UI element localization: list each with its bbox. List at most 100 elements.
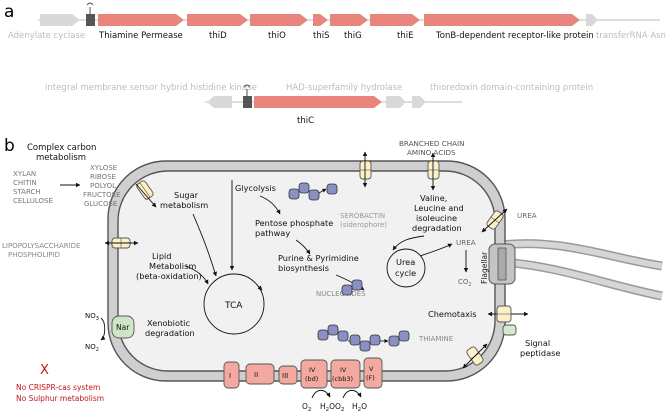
label-urea-cycle-2: cycle: [395, 268, 416, 278]
label-h2o-a: H2O: [320, 402, 335, 413]
label-aa-degradation: degradation: [412, 223, 462, 233]
label-chitin: CHITIN: [13, 179, 37, 187]
label-purine: Purine & Pyrimidine: [278, 253, 359, 263]
label-glucose: GLUCOSE: [84, 200, 117, 208]
label-peptidase: peptidase: [520, 348, 560, 358]
panel-a-label: a: [4, 2, 14, 22]
arrow-nar: [100, 317, 106, 341]
gene-thiE: [370, 14, 420, 26]
label-complex-V: V: [369, 365, 374, 373]
serobactin-molecules: [288, 182, 338, 201]
label-isoleucine: isoleucine: [416, 213, 457, 223]
label-xenobiotic: Xenobiotic: [147, 318, 190, 328]
label-urea-in: UREA: [456, 238, 476, 247]
label-complex-IV-bd-sub: (bd): [305, 375, 318, 383]
label-thiG: thiG: [344, 31, 362, 41]
arrow-o2-h2o-cbb3: [342, 389, 362, 399]
label-nucleotides: NUCLEOTIDES: [316, 290, 366, 298]
label-co2: CO2: [458, 278, 472, 288]
label-complex-I: I: [229, 372, 231, 380]
riboswitch-loop-icon: [86, 2, 94, 6]
label-thiE: thiE: [397, 31, 413, 41]
label-ribose: RIBOSE: [90, 173, 116, 181]
tca-cycle: [203, 273, 265, 335]
riboswitch-loop-icon-2: [243, 84, 251, 88]
riboswitch-box-2: [243, 96, 252, 108]
arrow-sugar-import: [135, 183, 157, 208]
signal-peptidase: [502, 324, 517, 336]
label-thiamine-cargo: THIAMINE: [418, 335, 453, 343]
label-trna-asn: transferRNA Asn: [596, 31, 666, 41]
label-h2o-b: H2O: [352, 402, 367, 413]
arrow-aa-to-urea: [392, 235, 425, 251]
complex-III: [278, 365, 298, 385]
thiamine-molecules: [317, 324, 410, 352]
label-no3: NO3: [85, 312, 99, 322]
label-glycolysis: Glycolysis: [235, 183, 276, 193]
label-thiS: thiS: [313, 31, 329, 41]
label-xylose: XYLOSE: [90, 164, 117, 172]
label-complex-IV-cbb3: IV: [340, 366, 347, 374]
label-siderophore: (siderophore): [340, 221, 387, 229]
label-fructose: FRUCTOSE: [83, 191, 121, 199]
label-valine: Valine,: [420, 193, 447, 203]
sugar-transporter: [136, 180, 154, 200]
arrow-o2-h2o-bd: [311, 389, 331, 399]
label-complex-carbon-2: metabolism: [36, 153, 86, 163]
gene-thiS: [313, 14, 328, 26]
label-pentose: Pentose phosphate: [255, 218, 333, 228]
substrates-left: XYLAN CHITIN STARCH CELLULOSE: [13, 170, 53, 205]
label-cellulose: CELLULOSE: [13, 197, 53, 205]
arrow-urea-out: [419, 243, 453, 257]
label-no2: NO2: [85, 343, 99, 353]
label-phospholipid: PHOSPHOLIPID: [8, 251, 60, 259]
arrow-urea-transport: [481, 208, 508, 233]
arrow-thiamine-transport: [462, 343, 488, 369]
arrow-glycolysis-pentose: [259, 195, 281, 215]
gene-had-hydrolase: [386, 96, 406, 108]
label-x-mark: X: [40, 363, 49, 378]
complex-IV-cbb3: [330, 359, 361, 389]
label-metabolism: metabolism: [160, 200, 208, 210]
gene-thiD: [187, 14, 248, 26]
label-o2-b: O2: [335, 402, 344, 413]
label-complex-III: III: [282, 372, 288, 380]
label-hybrid-kinase: integral membrane sensor hybrid histidin…: [45, 83, 257, 93]
label-lipid-metabolism: Metabolism: [149, 261, 196, 271]
gene-thioredoxin: [412, 96, 426, 108]
respiratory-chain: I II III IV (bd) IV (cbb3) V (F): [223, 357, 383, 389]
gene-thiO: [250, 14, 308, 26]
label-lipid: Lipid: [152, 251, 172, 261]
label-biosynthesis: biosynthesis: [278, 263, 329, 273]
label-had-hydrolase: HAD-superfamily hydrolase: [286, 83, 402, 93]
label-signal: Signal: [525, 338, 550, 348]
label-starch: STARCH: [13, 188, 41, 196]
tca-cycle-arrow: [257, 285, 263, 291]
label-thiC: thiC: [297, 116, 314, 126]
complex-V: [363, 357, 383, 389]
flagellar-rod: [497, 247, 507, 281]
riboswitch-box: [86, 14, 95, 26]
panel-b-label: b: [4, 136, 15, 156]
substrates-right: XYLOSE RIBOSE POLYOL FRUCTOSE GLUCOSE: [83, 164, 121, 208]
label-amino-acids: AMINO ACIDS: [407, 148, 456, 157]
gene-thiamine-permease: [98, 14, 184, 26]
complex-II: [245, 363, 275, 385]
label-no-sulphur: No Sulphur metabolism: [16, 394, 104, 403]
flagellum-2: [501, 259, 663, 299]
label-tca: TCA: [224, 301, 243, 311]
label-serobactin: SEROBACTIN: [340, 212, 385, 220]
label-xylan: XYLAN: [13, 170, 36, 178]
gene-adenylate-cyclase: [40, 14, 80, 26]
label-tonb: TonB-dependent receptor-like protein: [435, 31, 594, 41]
urea-cycle: [386, 248, 426, 288]
label-pathway: pathway: [255, 228, 290, 238]
label-thiamine-permease: Thiamine Permease: [98, 31, 183, 41]
complex-I: [223, 361, 240, 389]
label-thioredoxin: thioredoxin domain-containing protein: [430, 83, 593, 93]
label-branched-chain: BRANCHED CHAIN: [399, 139, 465, 148]
complex-IV-bd: [300, 359, 328, 389]
nucleotide-molecules: [341, 279, 363, 296]
